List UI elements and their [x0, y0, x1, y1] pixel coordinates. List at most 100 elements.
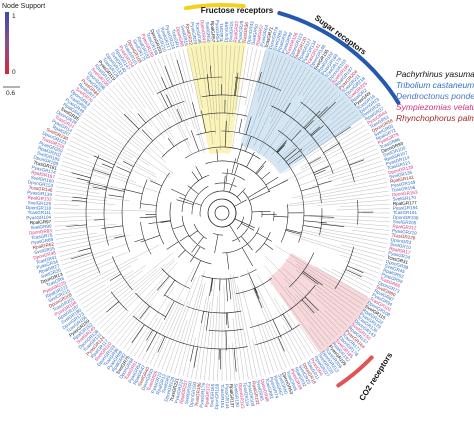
tip-label: RpalGR97 — [30, 219, 52, 225]
tip-label: PyasGR214 — [174, 378, 185, 404]
tip-label: SvelGR50 — [205, 21, 212, 43]
tip-label: DponGR88 — [260, 379, 270, 403]
tip-label: SvelGR5 — [161, 374, 172, 393]
tip-label: PyasGR114 — [385, 155, 410, 167]
tip-label: TcasGR81 — [264, 377, 274, 399]
tip-label: RpalGR207 — [179, 379, 189, 404]
node-support-title: Node Support — [2, 3, 45, 10]
tip-label: RpalGR212 — [392, 224, 417, 231]
species-legend: Pachyrhinus yasumatsui Tribolium castane… — [396, 69, 474, 123]
tip-label: DponGR48 — [33, 250, 57, 260]
tip-label: PyasGR104 — [26, 215, 51, 221]
tip-label: TcasGR36 — [242, 21, 250, 43]
tip-label: DponGR3 — [391, 237, 412, 245]
co2-receptors-label: CO2 receptors — [357, 350, 394, 402]
tip-label: RpalGR57 — [210, 21, 216, 43]
tree-inner-ring — [214, 205, 230, 221]
tip-label: DponGR158 — [214, 383, 220, 409]
tip-label: SvelGR60 — [277, 373, 289, 395]
tip-label: TcasGR1 — [219, 23, 224, 42]
tip-label: TcasGR116 — [242, 382, 250, 407]
tip-label: SvelGR95 — [255, 380, 264, 402]
tip-label: RpalGR142 — [390, 175, 415, 184]
tip-label: PyasGR109 — [247, 381, 256, 407]
tip-label: RpalGR22 — [233, 20, 240, 42]
tip-label: TcasGR151 — [220, 384, 225, 408]
tip-label: PyasGR149 — [390, 180, 416, 189]
node-support-scale: Node Support 1 0 0.6 — [2, 3, 45, 97]
tip-label: PyasGR64 — [215, 20, 221, 43]
tip-label: DponGR78 — [268, 26, 279, 50]
sugar-clade-sector — [240, 46, 365, 174]
tip-label: TcasGR186 — [194, 382, 202, 407]
tip-label: PyasGR174 — [31, 165, 57, 176]
tip-label: TcasGR111 — [28, 210, 52, 215]
tip-label: PyasGR69 — [31, 237, 54, 245]
tip-label: TcasGR226 — [391, 233, 416, 241]
tip-label: RpalGR27 — [38, 263, 60, 275]
tip-label: PyasGR24 — [388, 250, 411, 260]
tip-label: DponGR8 — [224, 21, 230, 42]
tip-label: SvelGR20 — [40, 267, 62, 279]
tip-label: RpalGR102 — [251, 381, 260, 406]
sugar-clade-arc — [277, 11, 401, 105]
tip-label: PyasGR144 — [224, 384, 230, 409]
tip-label: PyasGR74 — [268, 376, 279, 399]
tip-label: RpalGR172 — [204, 383, 211, 408]
branch-length-scale-label: 0.6 — [6, 90, 15, 97]
tip-label: SvelGR160 — [30, 175, 54, 184]
co2-clade-sector — [267, 253, 371, 354]
tip-label: SvelGR50 — [250, 23, 259, 45]
tip-label: SvelGR130 — [233, 383, 240, 407]
tip-label: SvelGR200 — [184, 380, 193, 404]
tip-label: RpalGR177 — [393, 200, 418, 206]
tip-label: SvelGR10 — [390, 241, 412, 250]
tip-label: SvelGR85 — [272, 29, 283, 51]
tip-label: RpalGR67 — [273, 375, 285, 397]
tip-label: TcasGR146 — [28, 185, 53, 193]
node-support-max-label: 1 — [12, 13, 16, 20]
tip-label: DponGR8 — [175, 26, 185, 47]
tip-label: TcasGR156 — [391, 185, 416, 193]
tip-label: SvelGR55 — [34, 246, 56, 255]
fructose-clade-arc — [183, 3, 246, 11]
fructose-receptors-label: Fructose receptors — [201, 6, 274, 15]
tree-tip-branches — [54, 45, 390, 381]
legend-item-rhynchophorus: Rhynchophorus palmarum — [396, 113, 474, 123]
tip-label: PyasGR224 — [164, 24, 176, 50]
tip-label: PyasGR29 — [190, 22, 198, 45]
tip-label: TcasGR221 — [169, 377, 180, 402]
tip-label: RpalGR137 — [229, 384, 235, 409]
tip-label: PyasGR179 — [199, 382, 207, 408]
node-support-min-label: 0 — [12, 69, 16, 76]
co2-clade-arc — [336, 355, 374, 388]
tip-label: TcasGR191 — [393, 210, 417, 215]
tip-label: TcasGR41 — [35, 255, 57, 265]
tip-label: DponGR38 — [385, 259, 409, 270]
tip-label: DponGR43 — [246, 21, 255, 45]
tip-label: SvelGR135 — [389, 170, 413, 180]
tip-label: TcasGR36 — [195, 22, 203, 44]
tip-label: PyasGR219 — [392, 228, 418, 236]
tip-label: TcasGR1 — [171, 29, 181, 49]
legend-item-dendroctonus: Dendroctonus ponderosae — [396, 91, 474, 101]
tip-label: RpalGR167 — [31, 170, 56, 180]
tip-label: DponGR123 — [238, 383, 246, 409]
tip-label: DponGR128 — [388, 164, 414, 175]
tip-label: DponGR163 — [392, 190, 418, 198]
tip-label: DponGR43 — [199, 20, 206, 44]
tip-label: PyasGR184 — [393, 205, 418, 211]
tip-label: DponGR198 — [393, 215, 419, 221]
tip-label: TcasGR31 — [387, 255, 409, 265]
tip-label: TcasGR121 — [386, 160, 411, 171]
tip-label: SvelGR45 — [384, 263, 406, 274]
legend-item-pachyrhinus: Pachyrhinus yasumatsui — [396, 69, 474, 79]
tree-root-ring — [207, 198, 237, 228]
legend-item-tribolium: Tribolium castaneum — [396, 80, 474, 90]
tip-label: TcasGR181 — [33, 160, 58, 171]
tip-label: RpalGR22 — [185, 23, 194, 45]
tip-label: DponGR118 — [26, 205, 52, 211]
legend-item-sympiezomias: Sympiezomias velatus — [396, 102, 474, 112]
